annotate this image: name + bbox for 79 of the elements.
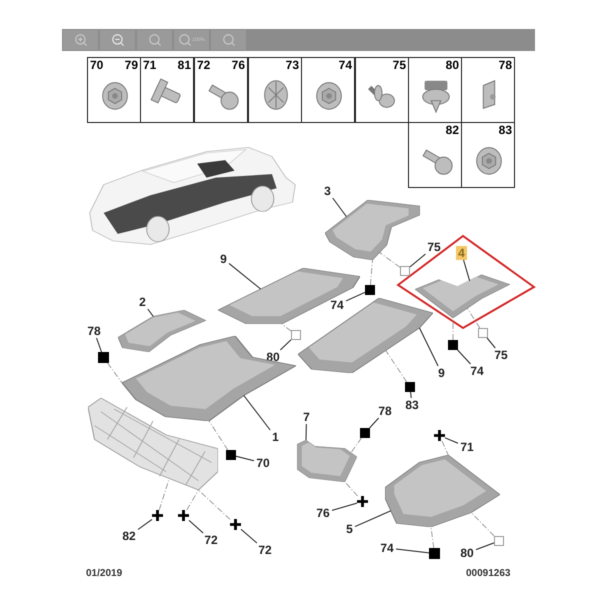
leader-line xyxy=(228,262,262,290)
leader-line xyxy=(396,548,430,554)
leader-line xyxy=(332,502,358,511)
callout-number: 7 xyxy=(301,410,312,424)
part-number: 80 xyxy=(446,58,459,72)
leader-line xyxy=(463,260,470,282)
callout-number: 76 xyxy=(314,506,332,520)
alignment-line xyxy=(470,512,495,536)
callout-number: 82 xyxy=(120,529,138,543)
part-number: 78 xyxy=(498,58,512,72)
alignment-line xyxy=(107,362,122,384)
part-number: 73 xyxy=(286,58,299,72)
callout-number: 83 xyxy=(403,398,421,412)
callout-number: 74 xyxy=(328,298,346,312)
callout-number: 9 xyxy=(218,252,229,266)
callout-number: 80 xyxy=(264,350,282,364)
part-number: 72 xyxy=(197,58,210,72)
part-number: 71 xyxy=(143,58,156,72)
leader-line xyxy=(306,424,307,440)
callout-number: 3 xyxy=(322,184,333,198)
alignment-line xyxy=(208,420,228,450)
callout-number: 78 xyxy=(85,324,103,338)
part-number: 82 xyxy=(446,123,459,137)
leader-line xyxy=(419,328,439,366)
callout-number: 1 xyxy=(270,430,281,444)
alignment-line xyxy=(186,490,199,510)
part-number: 83 xyxy=(498,123,512,137)
leader-line xyxy=(188,520,204,534)
leader-line xyxy=(96,338,102,352)
leader-line xyxy=(486,338,496,348)
alignment-line xyxy=(442,440,449,456)
date-text: 01/2019 xyxy=(86,567,122,581)
leader-line xyxy=(332,198,347,217)
leader-line xyxy=(457,350,472,364)
leader-line xyxy=(476,542,494,550)
callout-number: 78 xyxy=(376,404,394,418)
callout-number: 75 xyxy=(492,348,510,362)
alignment-line xyxy=(282,324,292,332)
leader-line xyxy=(410,254,426,268)
callout-number: 74 xyxy=(378,541,396,555)
leader-line xyxy=(138,518,152,530)
part-number: 76 xyxy=(232,58,245,72)
callout-number: 9 xyxy=(436,366,447,380)
leader-line xyxy=(236,456,254,462)
part-number: 74 xyxy=(338,58,352,72)
part-number: 70 xyxy=(90,58,104,72)
leader-line xyxy=(240,528,258,544)
alignment-line xyxy=(430,526,434,548)
leader-line xyxy=(243,395,271,430)
alignment-line xyxy=(370,260,373,286)
part-number: 79 xyxy=(124,58,138,72)
alignment-line xyxy=(452,318,454,340)
alignment-line xyxy=(379,252,400,268)
leader-line xyxy=(280,339,292,350)
leader-line xyxy=(346,292,366,302)
alignment-line xyxy=(466,308,480,328)
alignment-line xyxy=(385,350,408,382)
callout-number: 4 xyxy=(456,246,467,260)
leader-line xyxy=(147,308,154,317)
callout-number: 71 xyxy=(458,440,476,454)
callout-number: 75 xyxy=(425,240,443,254)
callout-number: 80 xyxy=(458,546,476,560)
callout-number: 72 xyxy=(256,543,274,557)
callout-number: 2 xyxy=(137,295,148,309)
part-number: 81 xyxy=(178,58,191,72)
leader-line xyxy=(354,510,392,528)
callout-number: 74 xyxy=(468,364,486,378)
leader-line xyxy=(410,392,412,398)
leader-line xyxy=(369,418,380,428)
part-number: 75 xyxy=(392,58,406,72)
alignment-line xyxy=(158,478,170,510)
reference-number: 00091263 xyxy=(466,567,510,581)
callout-number: 72 xyxy=(202,533,220,547)
callout-number: 70 xyxy=(254,456,272,470)
callout-number: 5 xyxy=(344,522,355,536)
alignment-line xyxy=(198,490,230,520)
alignment-line xyxy=(350,438,362,453)
leader-line xyxy=(444,437,458,444)
alignment-line xyxy=(344,482,358,496)
